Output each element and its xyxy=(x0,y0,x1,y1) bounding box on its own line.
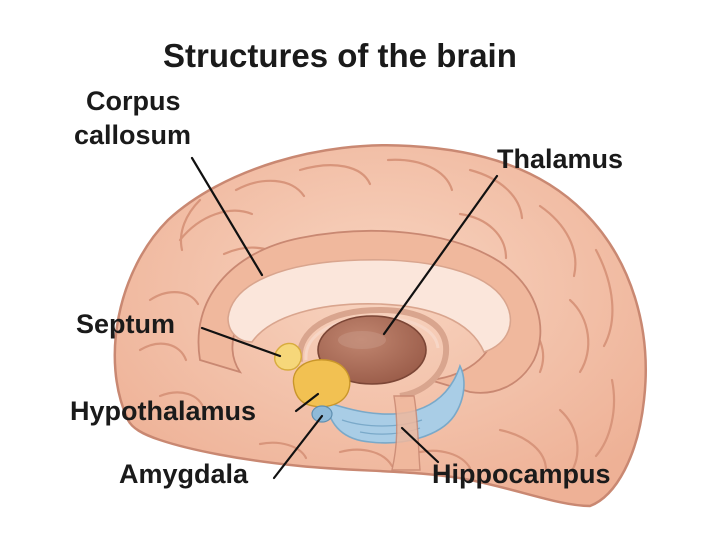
leader-hippocampus xyxy=(400,426,440,464)
label-hypothalamus: Hypothalamus xyxy=(70,396,257,426)
amygdala xyxy=(311,405,333,423)
label-corpus-callosum-line1: Corpus xyxy=(86,86,181,116)
hypothalamus xyxy=(292,359,351,408)
corpus-callosum xyxy=(227,259,512,353)
label-amygdala: Amygdala xyxy=(119,459,249,489)
label-hippocampus: Hippocampus xyxy=(432,459,611,489)
leader-lines xyxy=(190,156,499,480)
diagram-title: Structures of the brain xyxy=(163,37,517,74)
leader-corpus-callosum xyxy=(190,156,264,277)
label-corpus-callosum-line2: callosum xyxy=(74,120,192,150)
thalamus xyxy=(317,315,427,385)
leader-amygdala xyxy=(272,414,324,480)
label-thalamus: Thalamus xyxy=(497,144,624,174)
leader-septum xyxy=(200,326,282,358)
leader-thalamus xyxy=(382,174,499,336)
label-septum: Septum xyxy=(76,309,176,339)
septum xyxy=(274,342,302,371)
leader-hypothalamus xyxy=(294,392,320,413)
fornix xyxy=(296,306,450,399)
hippocampus xyxy=(325,363,465,444)
